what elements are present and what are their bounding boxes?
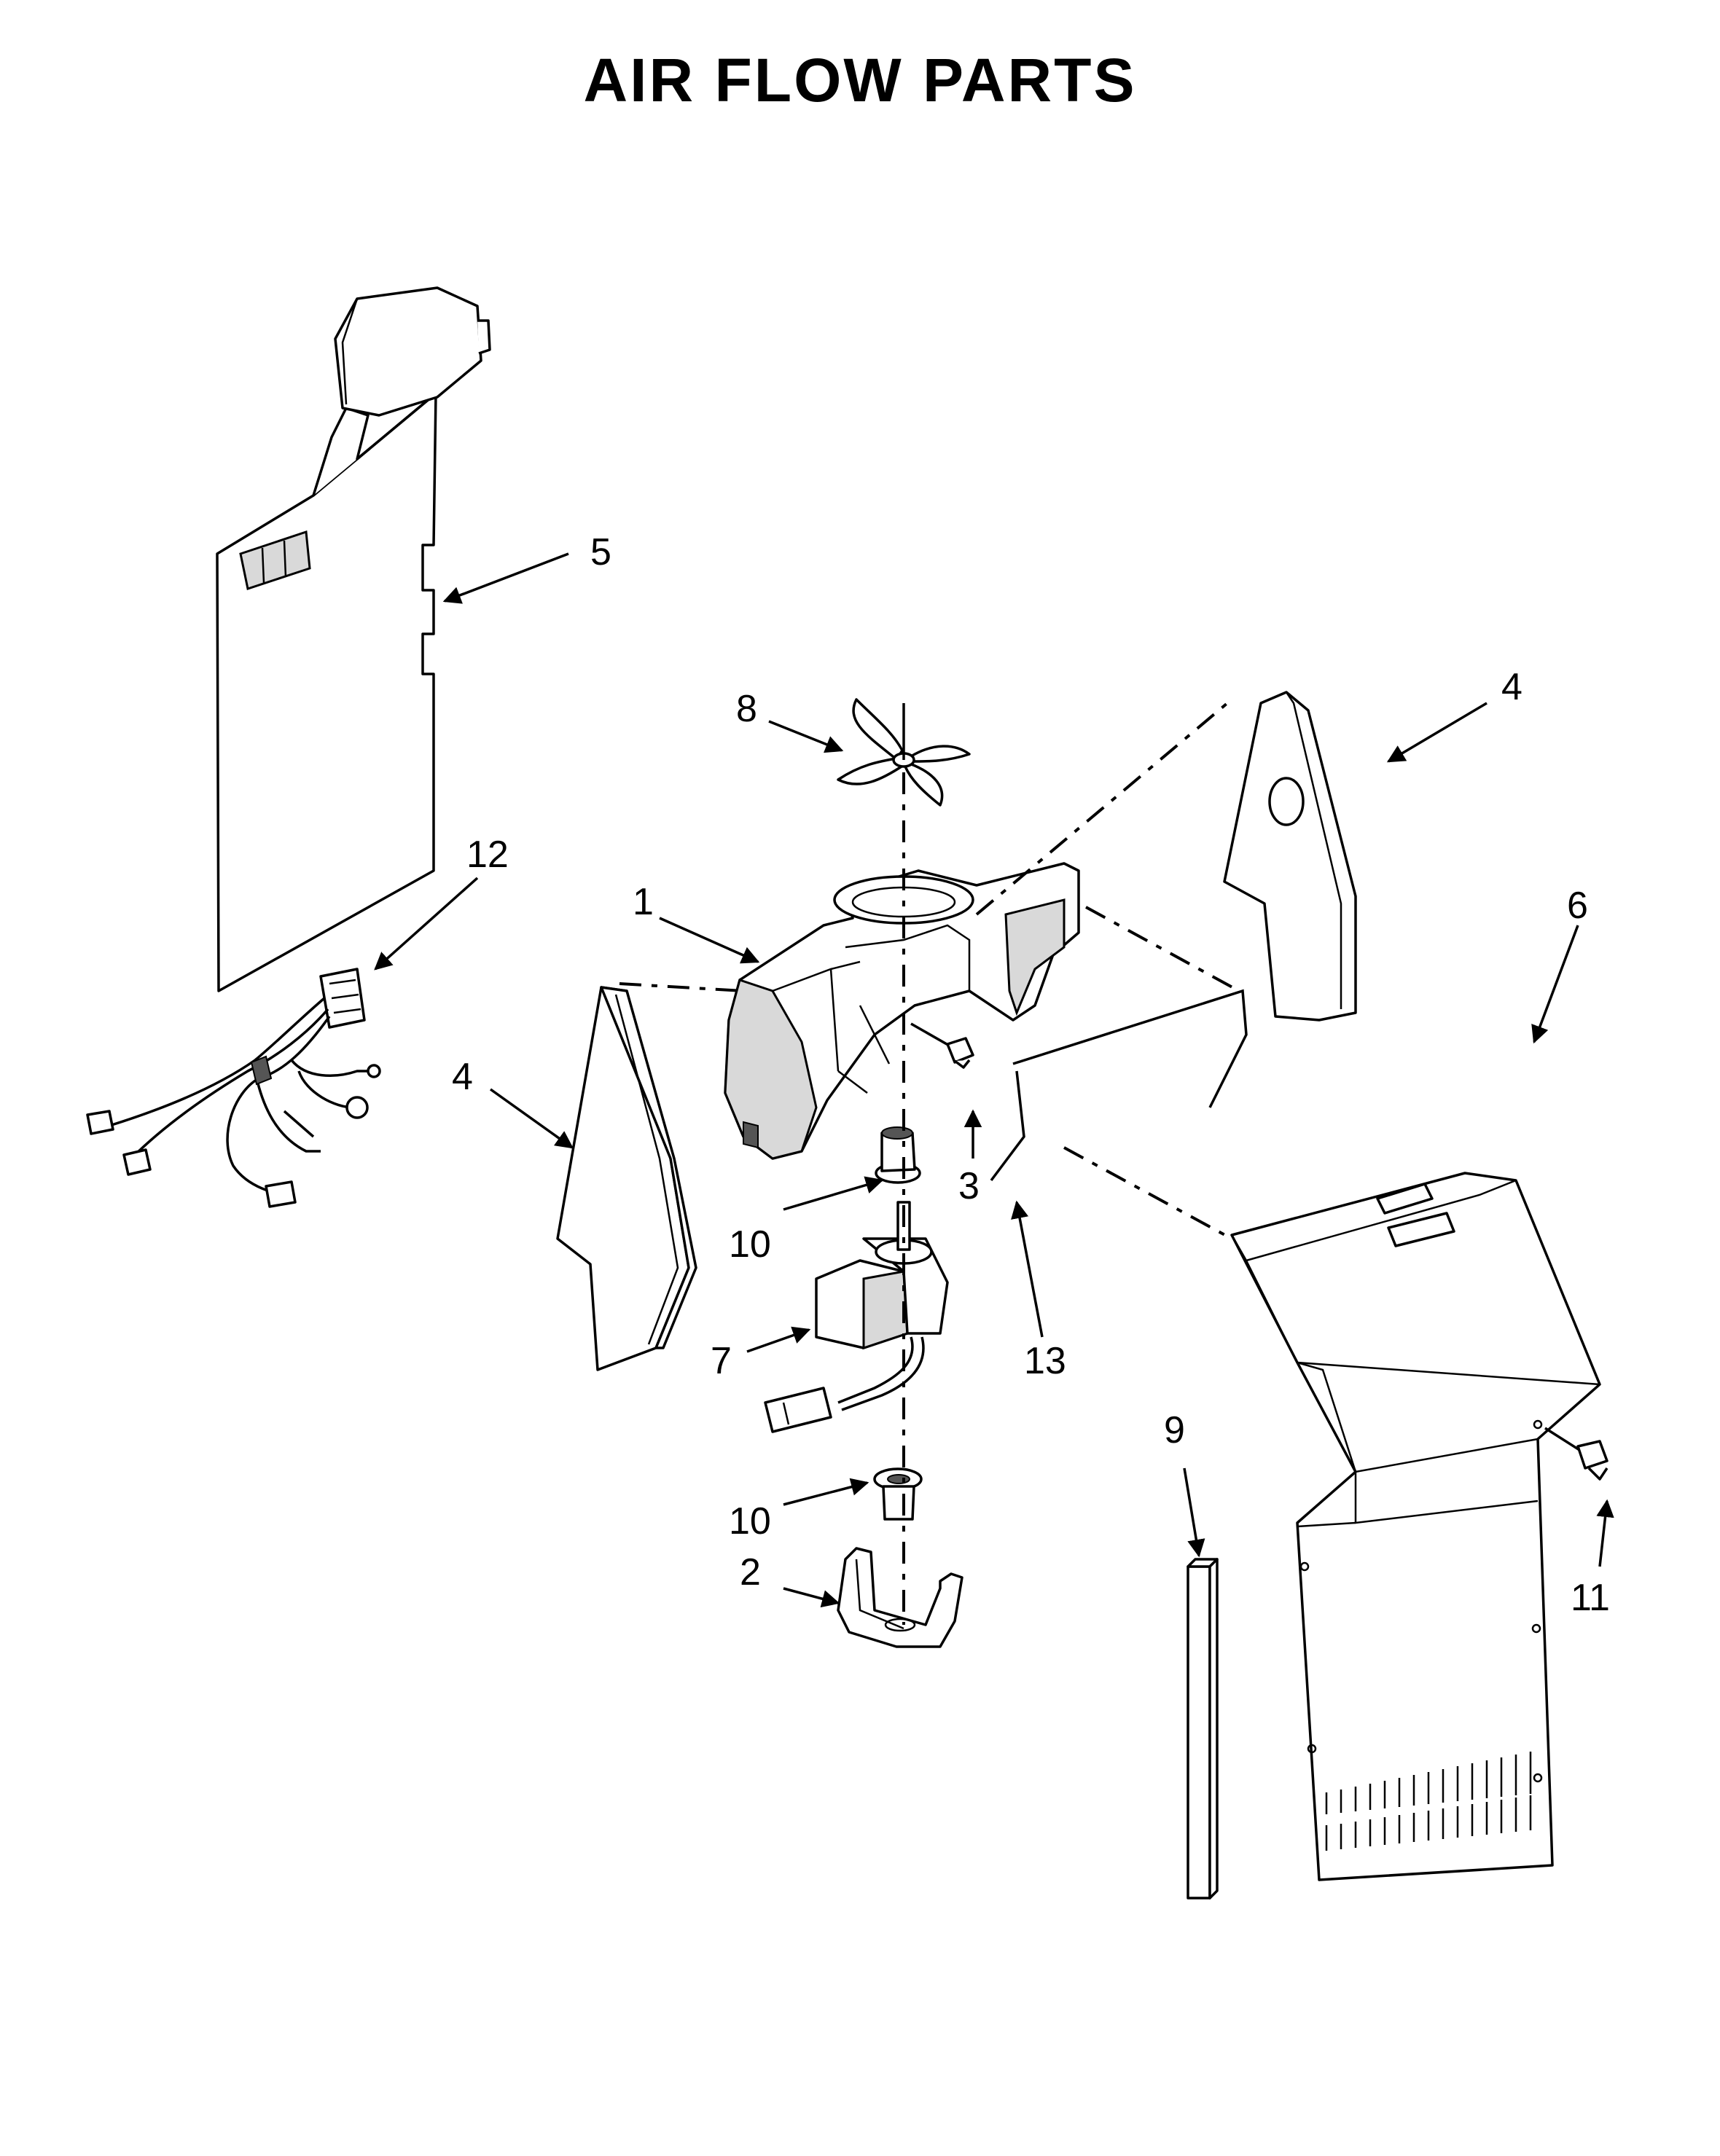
callout-1: 1 (633, 881, 654, 923)
leader-arrows (374, 552, 1614, 1608)
part-6-rear-panel[interactable] (1230, 1172, 1601, 1881)
callout-2: 2 (740, 1551, 761, 1594)
part-10-lower-bushing[interactable] (873, 1467, 923, 1521)
part-4-right-insulation[interactable] (1223, 691, 1357, 1022)
part-2-motor-bracket[interactable] (837, 1547, 963, 1648)
part-11-screw[interactable] (1544, 1427, 1608, 1481)
part-4-left-insulation[interactable] (556, 986, 697, 1371)
part-8-fan-blade[interactable] (837, 698, 971, 807)
part-1-fan-shroud[interactable] (724, 862, 1080, 1160)
part-10-upper-bushing[interactable] (875, 1126, 921, 1184)
callout-9: 9 (1164, 1409, 1185, 1451)
part-9-gasket-strip[interactable] (1187, 1558, 1219, 1900)
callout-11: 11 (1571, 1577, 1610, 1619)
assembly-centerlines (619, 698, 1240, 1625)
callout-7: 7 (711, 1340, 732, 1382)
callout-8: 8 (736, 688, 757, 730)
part-7-fan-motor[interactable] (764, 1201, 949, 1433)
callout-12: 12 (466, 834, 509, 876)
part-13-wire-rod[interactable] (990, 989, 1248, 1182)
part-12-wire-harness[interactable] (86, 968, 381, 1208)
vent-slots (1325, 1752, 1532, 1851)
part-3-screw[interactable] (910, 1022, 974, 1069)
part-5-air-duct[interactable] (216, 286, 491, 992)
callout-3: 3 (958, 1165, 980, 1207)
page-title: AIR FLOW PARTS (583, 46, 1137, 114)
callout-10-upper: 10 (729, 1223, 771, 1266)
callout-labels: 5 12 8 1 4 4 6 3 10 7 13 10 2 9 11 (452, 531, 1610, 1619)
callout-10-lower: 10 (729, 1500, 771, 1542)
callout-4-right: 4 (1501, 666, 1522, 708)
callout-5: 5 (590, 531, 611, 573)
callout-13: 13 (1024, 1340, 1066, 1382)
callout-6: 6 (1567, 885, 1588, 927)
callout-4-left: 4 (452, 1056, 473, 1098)
